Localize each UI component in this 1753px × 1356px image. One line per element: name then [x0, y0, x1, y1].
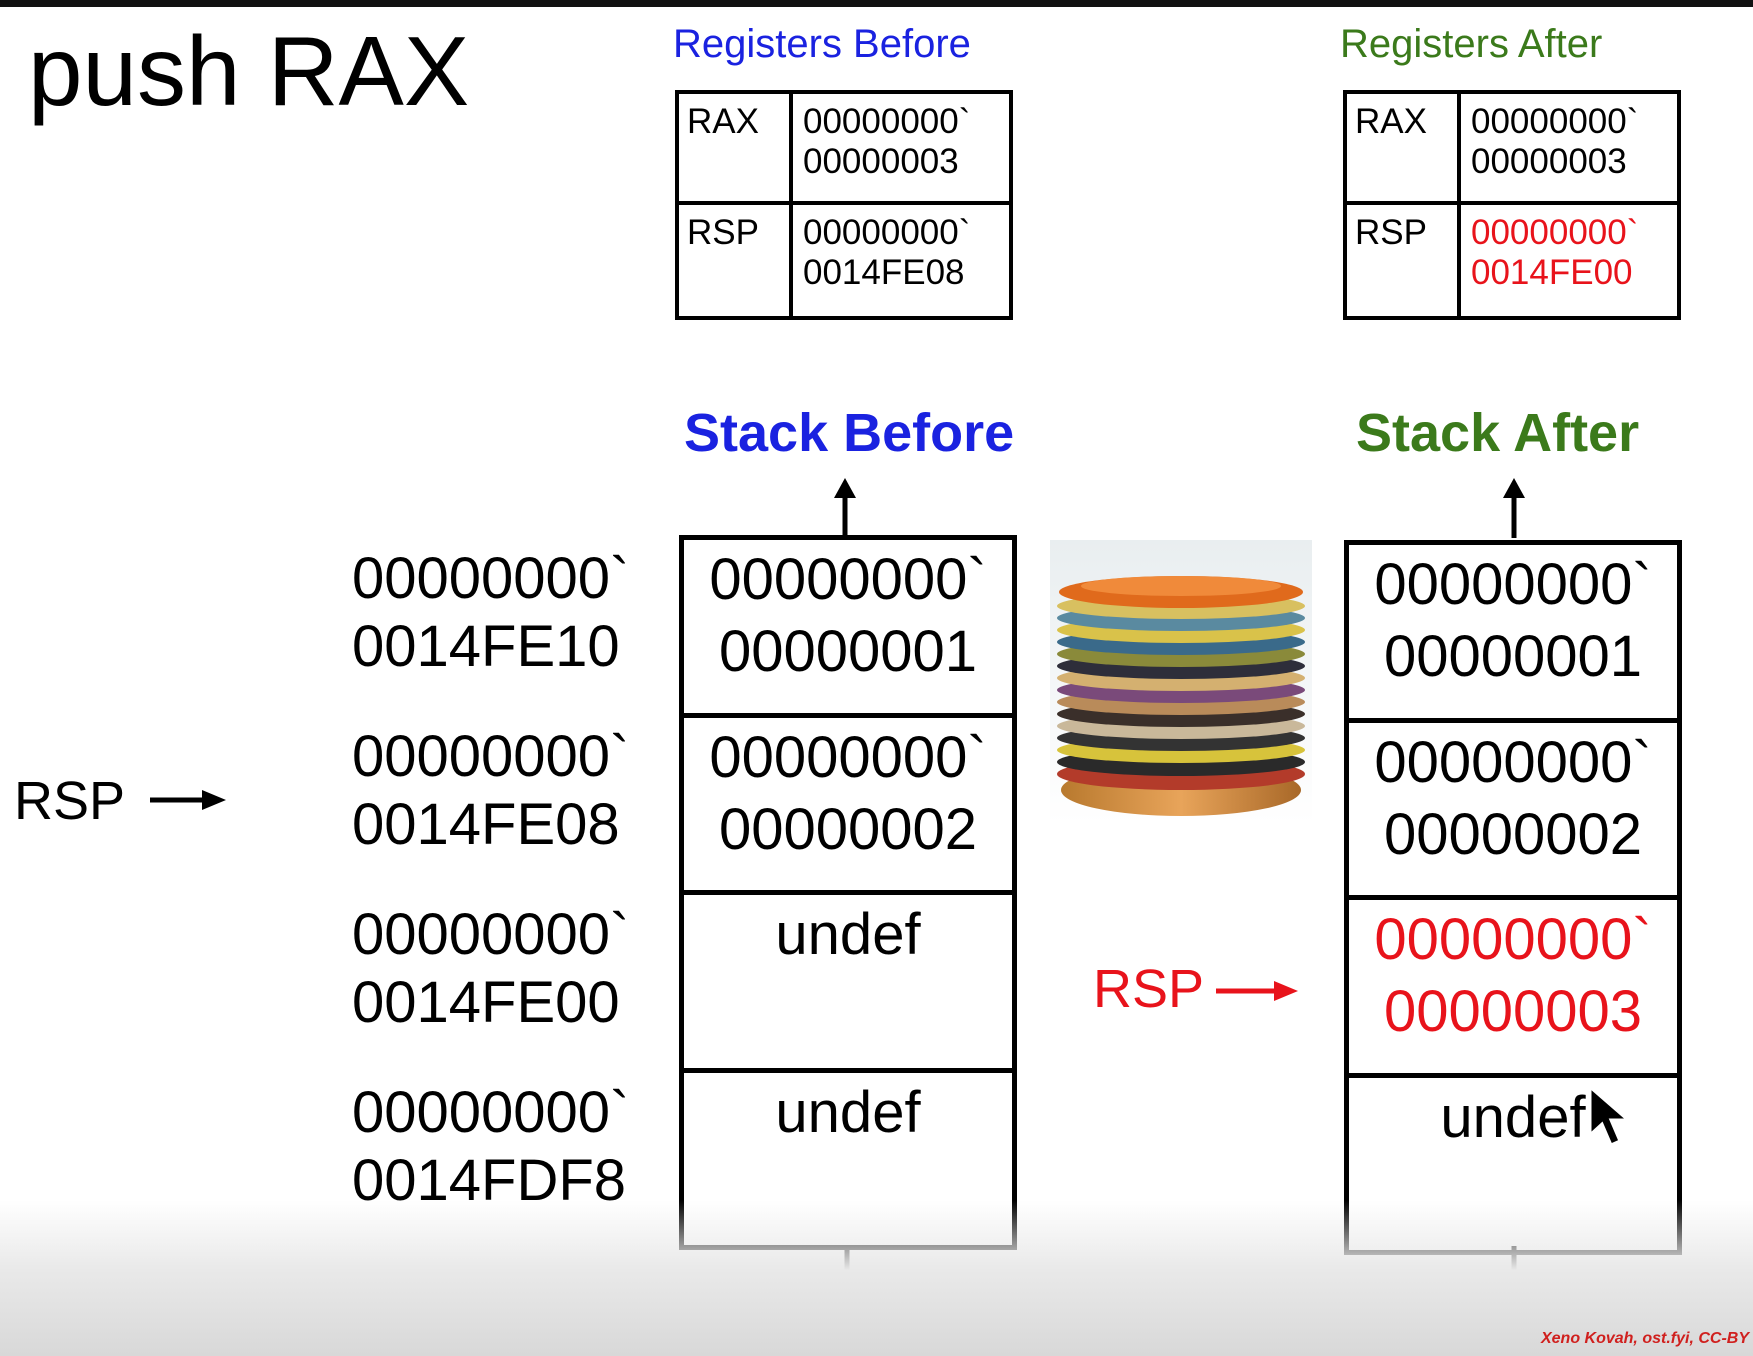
- slide-title: push RAX: [28, 16, 470, 126]
- address-label: 00000000` 0014FDF8: [352, 1080, 630, 1213]
- address-label: 00000000` 0014FE08: [352, 724, 630, 857]
- up-arrow-icon: [834, 478, 856, 538]
- stack-cell: undef: [1440, 1084, 1586, 1150]
- reg-name: RSP: [1347, 205, 1461, 316]
- stack-cell: undef: [684, 895, 1012, 1073]
- credit-text: Xeno Kovah, ost.fyi, CC-BY: [1540, 1330, 1749, 1347]
- stack-after-heading: Stack After: [1356, 403, 1640, 463]
- address-label: 00000000` 0014FE10: [352, 546, 630, 679]
- registers-before-table: RAX 00000000` 00000003 RSP 00000000` 001…: [675, 90, 1013, 320]
- stack-after: 00000000` 00000001 00000000` 00000002 00…: [1344, 540, 1682, 1255]
- plate-stack-image: [1050, 540, 1312, 824]
- registers-before-heading: Registers Before: [673, 22, 971, 66]
- bottom-fade: [0, 1200, 1753, 1356]
- reg-name: RAX: [679, 94, 793, 205]
- address-label: 00000000` 0014FE00: [352, 902, 630, 1035]
- right-arrow-icon: [1216, 981, 1298, 1001]
- reg-name: RAX: [1347, 94, 1461, 205]
- registers-after-heading: Registers After: [1340, 22, 1603, 66]
- registers-after-table: RAX 00000000` 00000003 RSP 00000000` 001…: [1343, 90, 1681, 320]
- right-arrow-icon: [150, 790, 226, 810]
- stack-cell: 00000000` 00000001: [684, 540, 1012, 718]
- top-border: [0, 0, 1753, 7]
- rsp-after-label: RSP: [1093, 959, 1205, 1019]
- stack-before: 00000000` 00000001 00000000` 00000002 un…: [679, 535, 1017, 1250]
- stack-cell: 00000000` 00000001: [1349, 545, 1677, 723]
- mouse-cursor-icon: [1588, 1085, 1632, 1147]
- reg-value: 00000000` 00000003: [1461, 94, 1677, 205]
- reg-value-changed: 00000000` 0014FE00: [1471, 213, 1639, 292]
- stack-before-heading: Stack Before: [684, 403, 1015, 463]
- stack-cell: 00000000` 00000002: [1349, 723, 1677, 900]
- rsp-before-label: RSP: [14, 771, 126, 831]
- reg-value: 00000000` 00000003: [793, 94, 1009, 205]
- stack-cell: 00000000` 00000002: [684, 718, 1012, 895]
- stack-cell: undef: [775, 1079, 921, 1145]
- stack-cell-pushed: 00000000` 00000003: [1349, 900, 1677, 1078]
- reg-value: 00000000` 0014FE08: [803, 213, 971, 292]
- up-arrow-icon: [1503, 478, 1525, 538]
- reg-name: RSP: [679, 205, 793, 316]
